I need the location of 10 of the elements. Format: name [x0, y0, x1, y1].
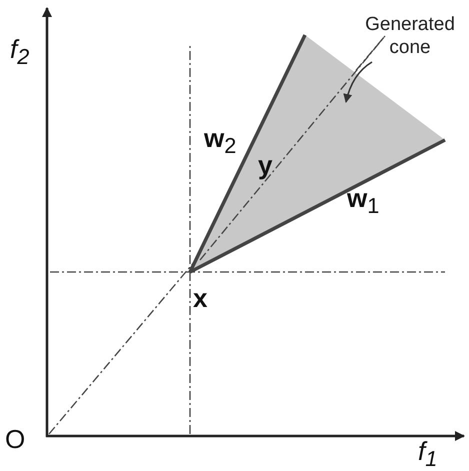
- origin-label: O: [5, 426, 26, 452]
- callout-text: Generated cone: [355, 14, 465, 60]
- leader-arrow: [344, 61, 372, 103]
- vector-label: w$_{2}$: [204, 125, 236, 157]
- cone-region: [188, 34, 446, 274]
- axis-label: f$_{2}$: [10, 36, 30, 68]
- axis-label: f$_{1}$: [418, 438, 438, 470]
- vector-label: w$_{1}$: [347, 185, 380, 217]
- point-label: y: [258, 152, 272, 178]
- point-label: x: [193, 285, 208, 311]
